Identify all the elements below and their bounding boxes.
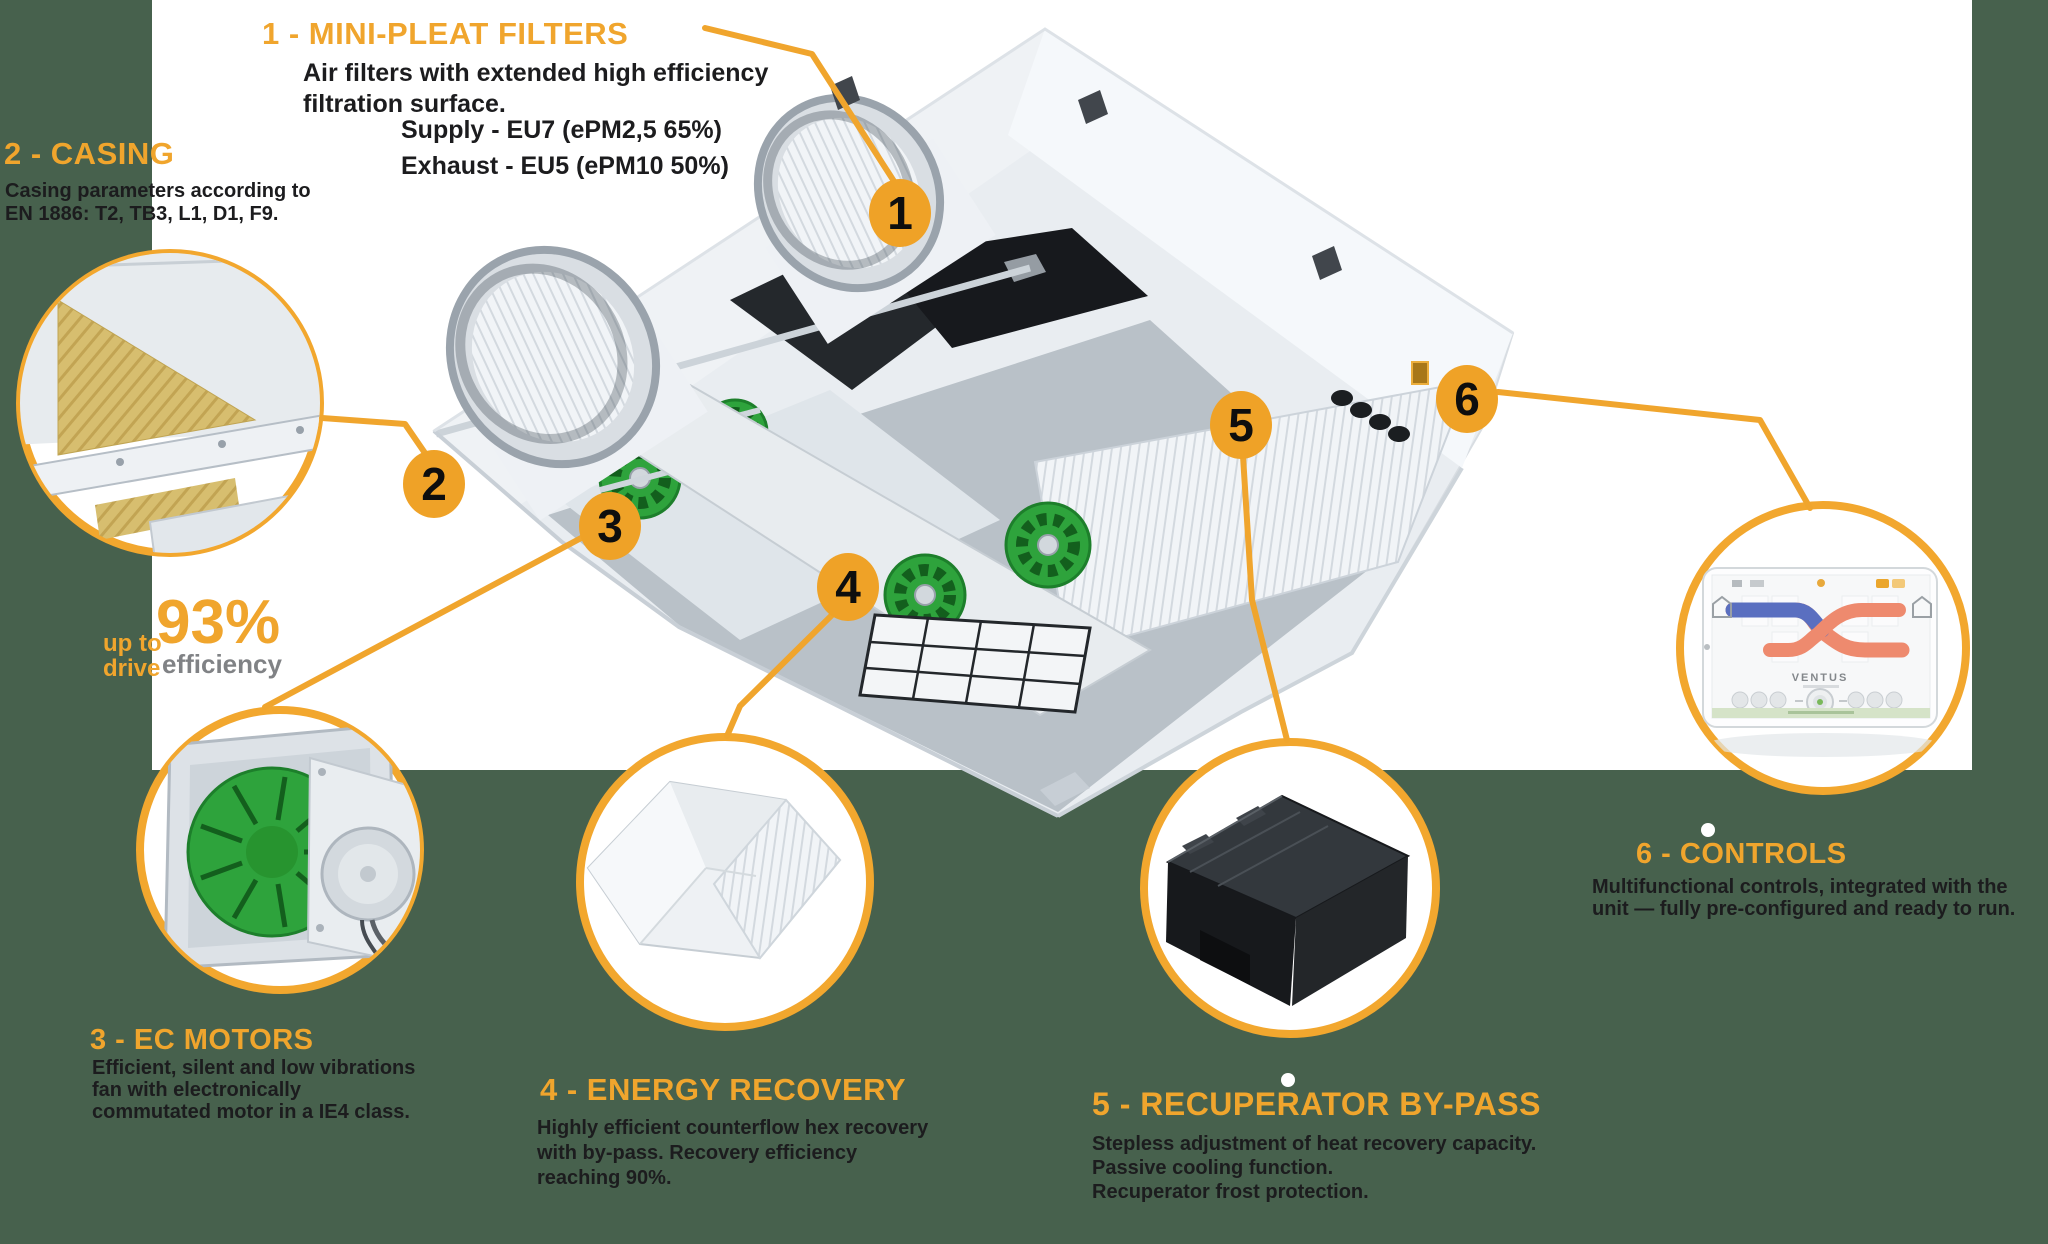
duct-spigot-left [445, 245, 708, 521]
callout-6-description: Multifunctional controls, integrated wit… [1592, 876, 2016, 920]
app-logo-icon [1817, 579, 1825, 587]
callout-connector-lines [262, 25, 1813, 743]
efficiency-prefix-label: up to [103, 630, 162, 657]
efficiency-word-label: efficiency [162, 649, 282, 679]
callout-3-title: 3 - EC MOTORS [90, 1024, 314, 1056]
callout-2-description: Casing parameters according to EN 1886: … [5, 180, 311, 225]
unit-right-panel [1008, 29, 1513, 468]
bypass-black-box [1165, 794, 1411, 1006]
dot-above-controls-title [1701, 823, 1715, 837]
callout-5-title: 5 - RECUPERATOR BY-PASS [1092, 1086, 1541, 1122]
outdoor-icon [1712, 595, 1732, 618]
hex-exchanger [586, 780, 842, 960]
tablet-camera-icon [1704, 644, 1710, 650]
dot-below-bypass-circle [1281, 1073, 1295, 1087]
controls-detail-circle: VENTUS [1676, 501, 1970, 795]
callout-1-title: 1 - MINI-PLEAT FILTERS [262, 16, 629, 51]
callout-1-description: Air filters with extended high efficienc… [303, 59, 769, 118]
callout-1-filter-specs: Supply - EU7 (ePM2,5 65%) Exhaust - EU5 … [401, 116, 729, 180]
controls-tablet: VENTUS [1702, 567, 1941, 757]
energy-recovery-detail-circle [576, 733, 874, 1031]
callout-4-title: 4 - ENERGY RECOVERY [540, 1072, 907, 1107]
badge-marker-5: 5 [1210, 391, 1272, 459]
unit-filter-media [1033, 380, 1470, 654]
efficiency-value: 93% [156, 588, 281, 657]
tablet-brand-label: VENTUS [1792, 672, 1849, 684]
efficiency-drive-label: drive [103, 655, 161, 682]
exhaust-fan-icon [883, 501, 1092, 637]
unit-grille [858, 613, 1092, 714]
callout-6-title: 6 - CONTROLS [1636, 838, 1847, 870]
badge-marker-6: 6 [1436, 365, 1498, 433]
indoor-icon [1912, 595, 1932, 618]
bypass-detail-circle [1140, 738, 1440, 1038]
badge-marker-4: 4 [817, 553, 879, 621]
casing-detail-circle [16, 249, 324, 557]
callout-5-description: Stepless adjustment of heat recovery cap… [1092, 1133, 1537, 1203]
callout-2-title: 2 - CASING [4, 136, 175, 171]
insulation-wedge [57, 299, 257, 456]
unit-control-ports [1331, 361, 1429, 442]
ec-motor-detail-circle [136, 706, 424, 994]
ahu-unit-illustration [432, 27, 1515, 818]
badge-marker-3: 3 [579, 492, 641, 560]
callout-3-description: Efficient, silent and low vibrations fan… [92, 1057, 416, 1123]
badge-marker-1: 1 [869, 179, 931, 247]
menu-icon [1732, 580, 1742, 587]
callout-4-description: Highly efficient counterflow hex recover… [537, 1117, 929, 1189]
badge-marker-2: 2 [403, 450, 465, 518]
